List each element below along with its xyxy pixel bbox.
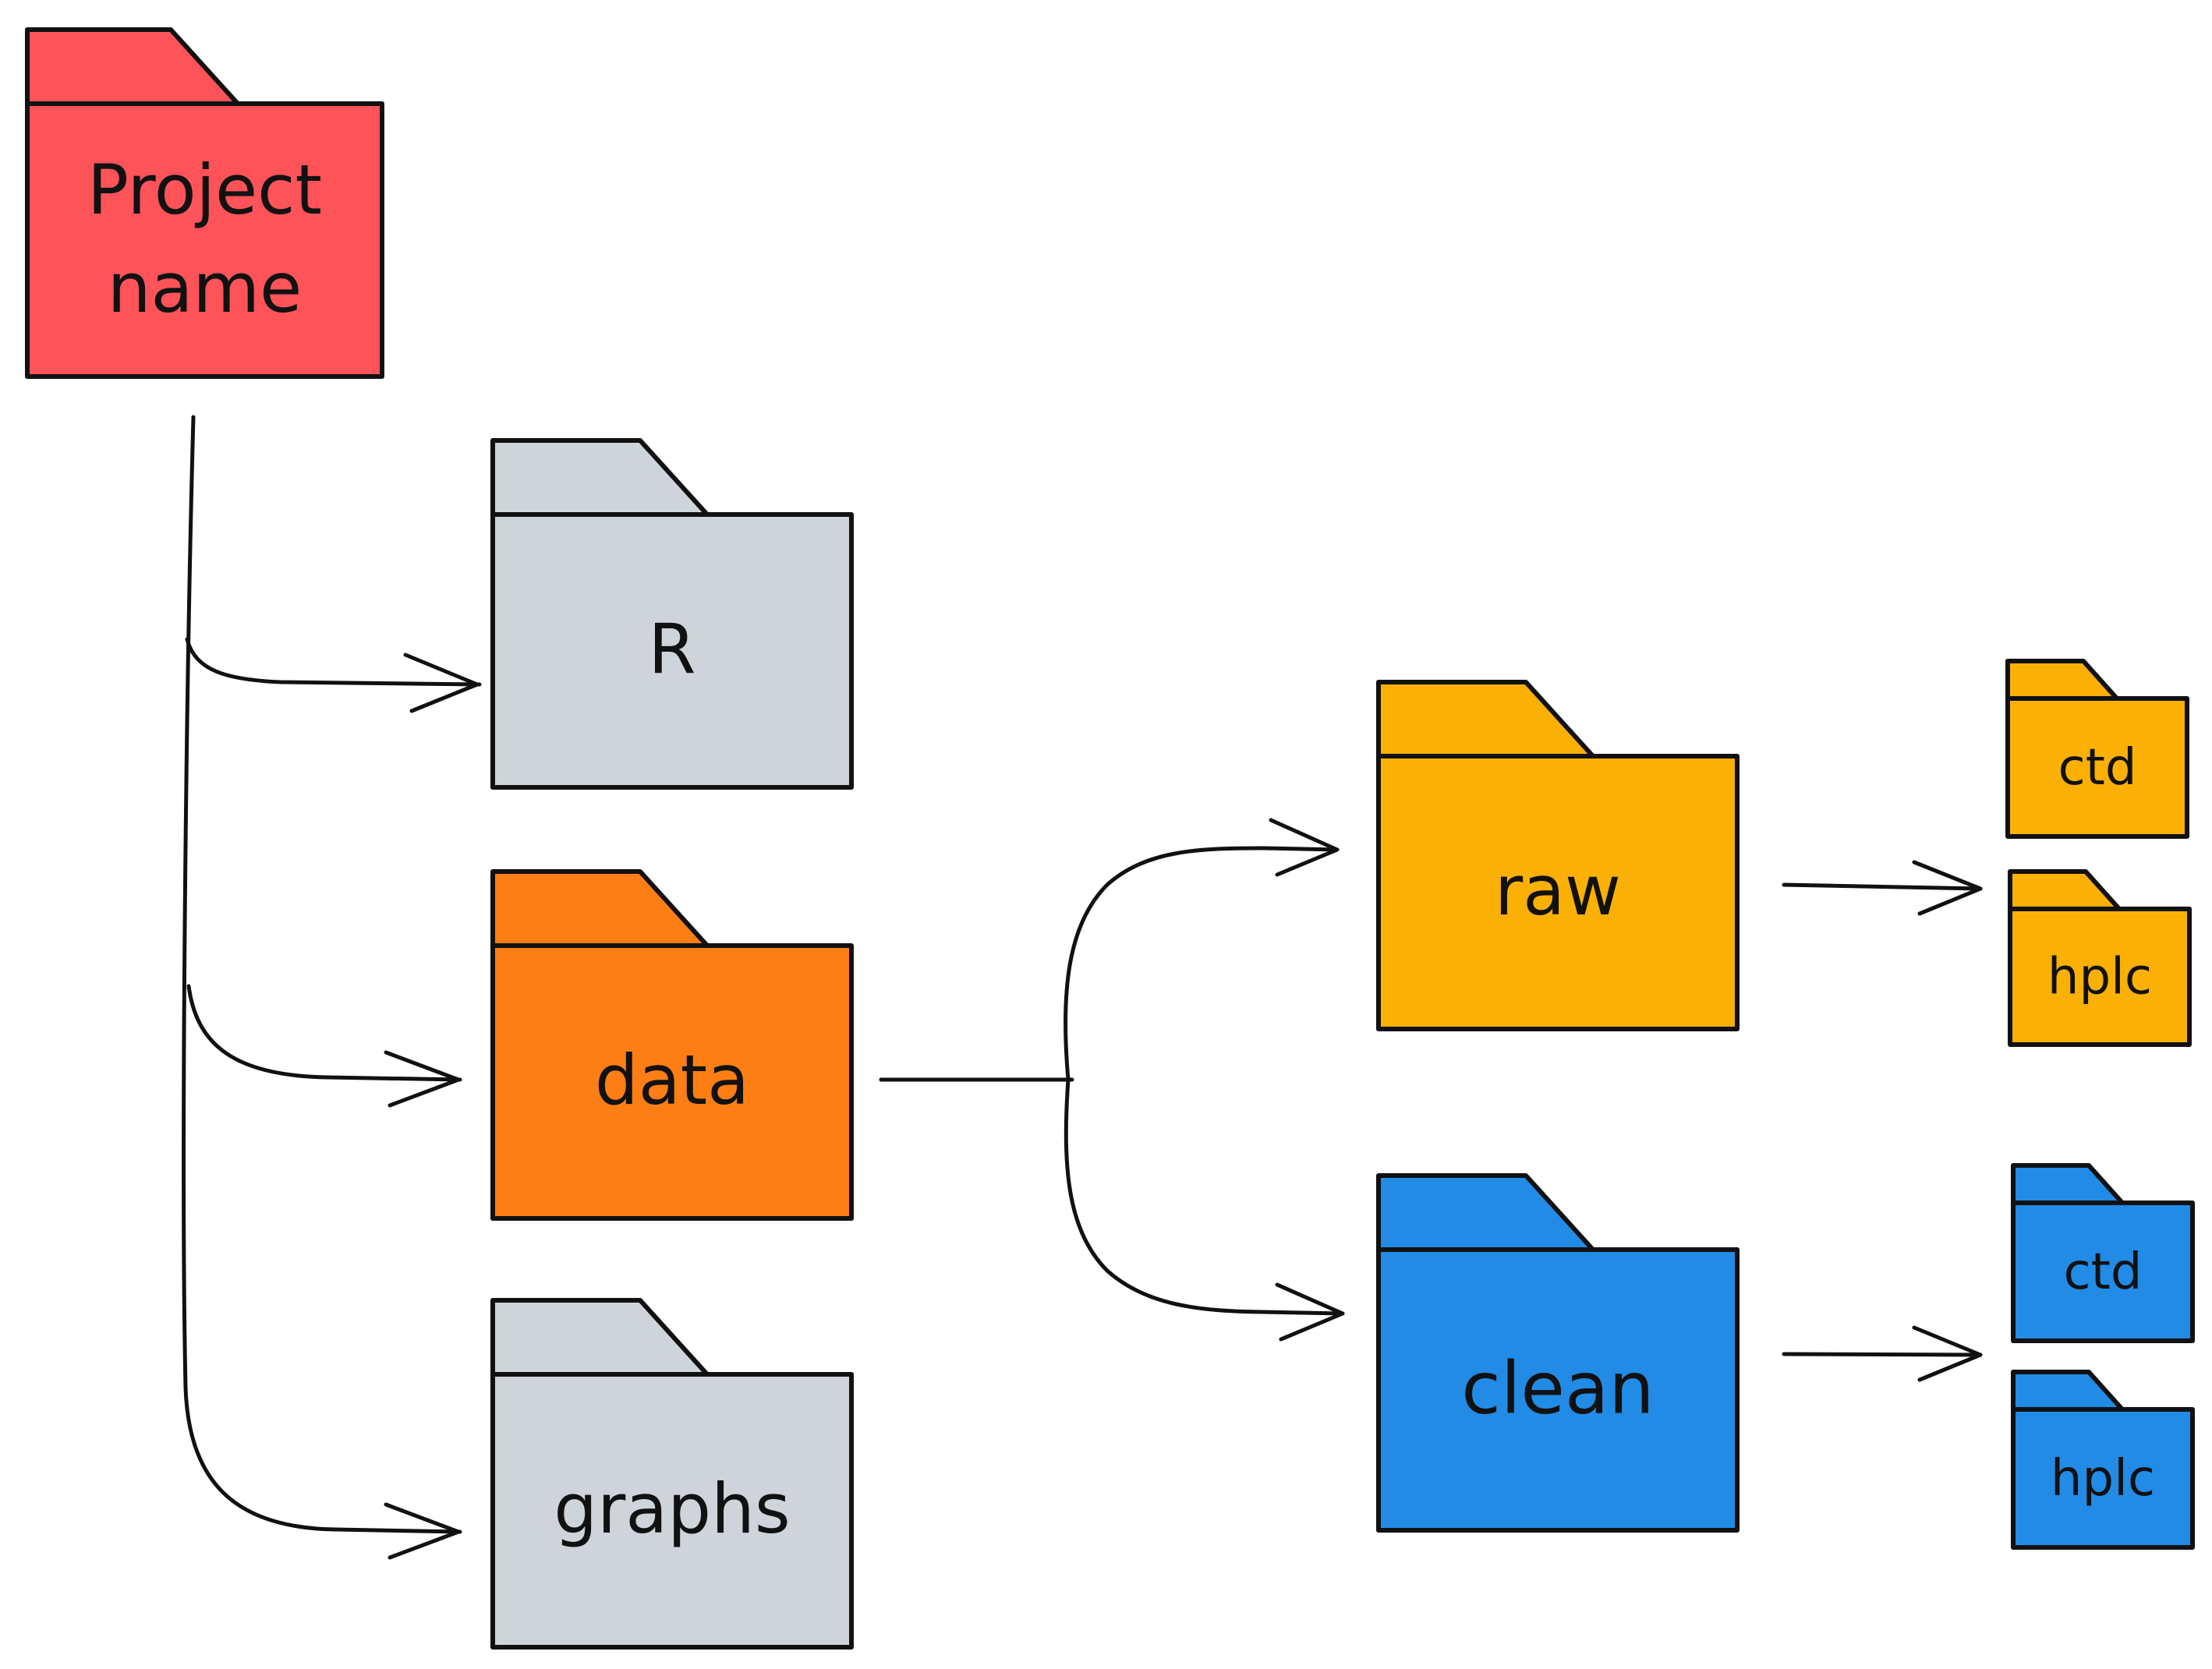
folder-tab <box>490 1298 710 1377</box>
folder-tab <box>2008 869 2122 911</box>
folder-label: graphs <box>554 1469 790 1549</box>
arrowhead-graphs <box>384 1502 461 1560</box>
folder-label-line1: Project <box>87 150 322 230</box>
folder-tab <box>2011 1370 2125 1412</box>
folder-body <box>2011 1200 2195 1343</box>
folder-label: R <box>648 609 695 689</box>
folder-body <box>1376 1247 1740 1533</box>
folder-clean[interactable]: clean <box>1376 1173 1740 1533</box>
branch-end-graphs <box>333 1527 462 1534</box>
folder-label-line2: name <box>108 248 303 328</box>
folder-graphs[interactable]: graphs <box>490 1298 854 1650</box>
folder-raw-ctd[interactable]: ctd <box>2005 659 2189 839</box>
arrowhead-raw-sub <box>1912 860 1983 916</box>
folder-r[interactable]: R <box>490 438 854 790</box>
folder-label: raw <box>1495 850 1621 931</box>
folder-label: hplc <box>2047 949 2152 1006</box>
folder-label: clean <box>1461 1346 1654 1430</box>
folder-body <box>2005 696 2189 839</box>
folder-body <box>2011 1407 2195 1550</box>
arrowhead-raw <box>1269 818 1340 877</box>
folder-label: ctd <box>2058 739 2137 797</box>
folder-body <box>490 1372 854 1650</box>
folder-tab <box>1376 1173 1595 1252</box>
arrowhead-clean-sub <box>1912 1325 1983 1382</box>
branch-to-r <box>185 637 482 687</box>
branch-to-data <box>186 984 462 1082</box>
folder-raw[interactable]: raw <box>1376 680 1740 1031</box>
raw-to-sub-line <box>1782 882 1983 891</box>
folder-body <box>490 943 854 1221</box>
folder-tab <box>490 438 710 517</box>
folder-tab <box>1376 680 1595 758</box>
folder-body <box>25 101 384 379</box>
arrowhead-data <box>384 1050 461 1108</box>
folder-project[interactable]: Project name <box>25 27 384 379</box>
folder-tab <box>490 869 710 948</box>
folder-label: hplc <box>2051 1450 2155 1508</box>
folder-clean-hplc[interactable]: hplc <box>2011 1370 2195 1550</box>
arrowhead-clean <box>1275 1282 1345 1342</box>
project-trunk-line <box>182 415 338 1532</box>
folder-body <box>2008 907 2192 1047</box>
clean-to-sub-line <box>1782 1352 1983 1357</box>
folder-data[interactable]: data <box>490 869 854 1221</box>
branch-to-raw <box>1064 846 1340 1082</box>
folder-label: ctd <box>2064 1243 2143 1301</box>
arrowhead-r <box>403 652 480 713</box>
folder-clean-ctd[interactable]: ctd <box>2011 1163 2195 1343</box>
folder-tab <box>25 27 240 106</box>
folder-raw-hplc[interactable]: hplc <box>2008 869 2192 1047</box>
folder-tab <box>2011 1163 2125 1205</box>
folder-body <box>1376 754 1740 1031</box>
folder-body <box>490 512 854 790</box>
branch-to-clean <box>1064 1077 1345 1316</box>
folder-tab <box>2005 659 2119 701</box>
folder-label: data <box>595 1040 749 1120</box>
connectors <box>182 415 1983 1560</box>
